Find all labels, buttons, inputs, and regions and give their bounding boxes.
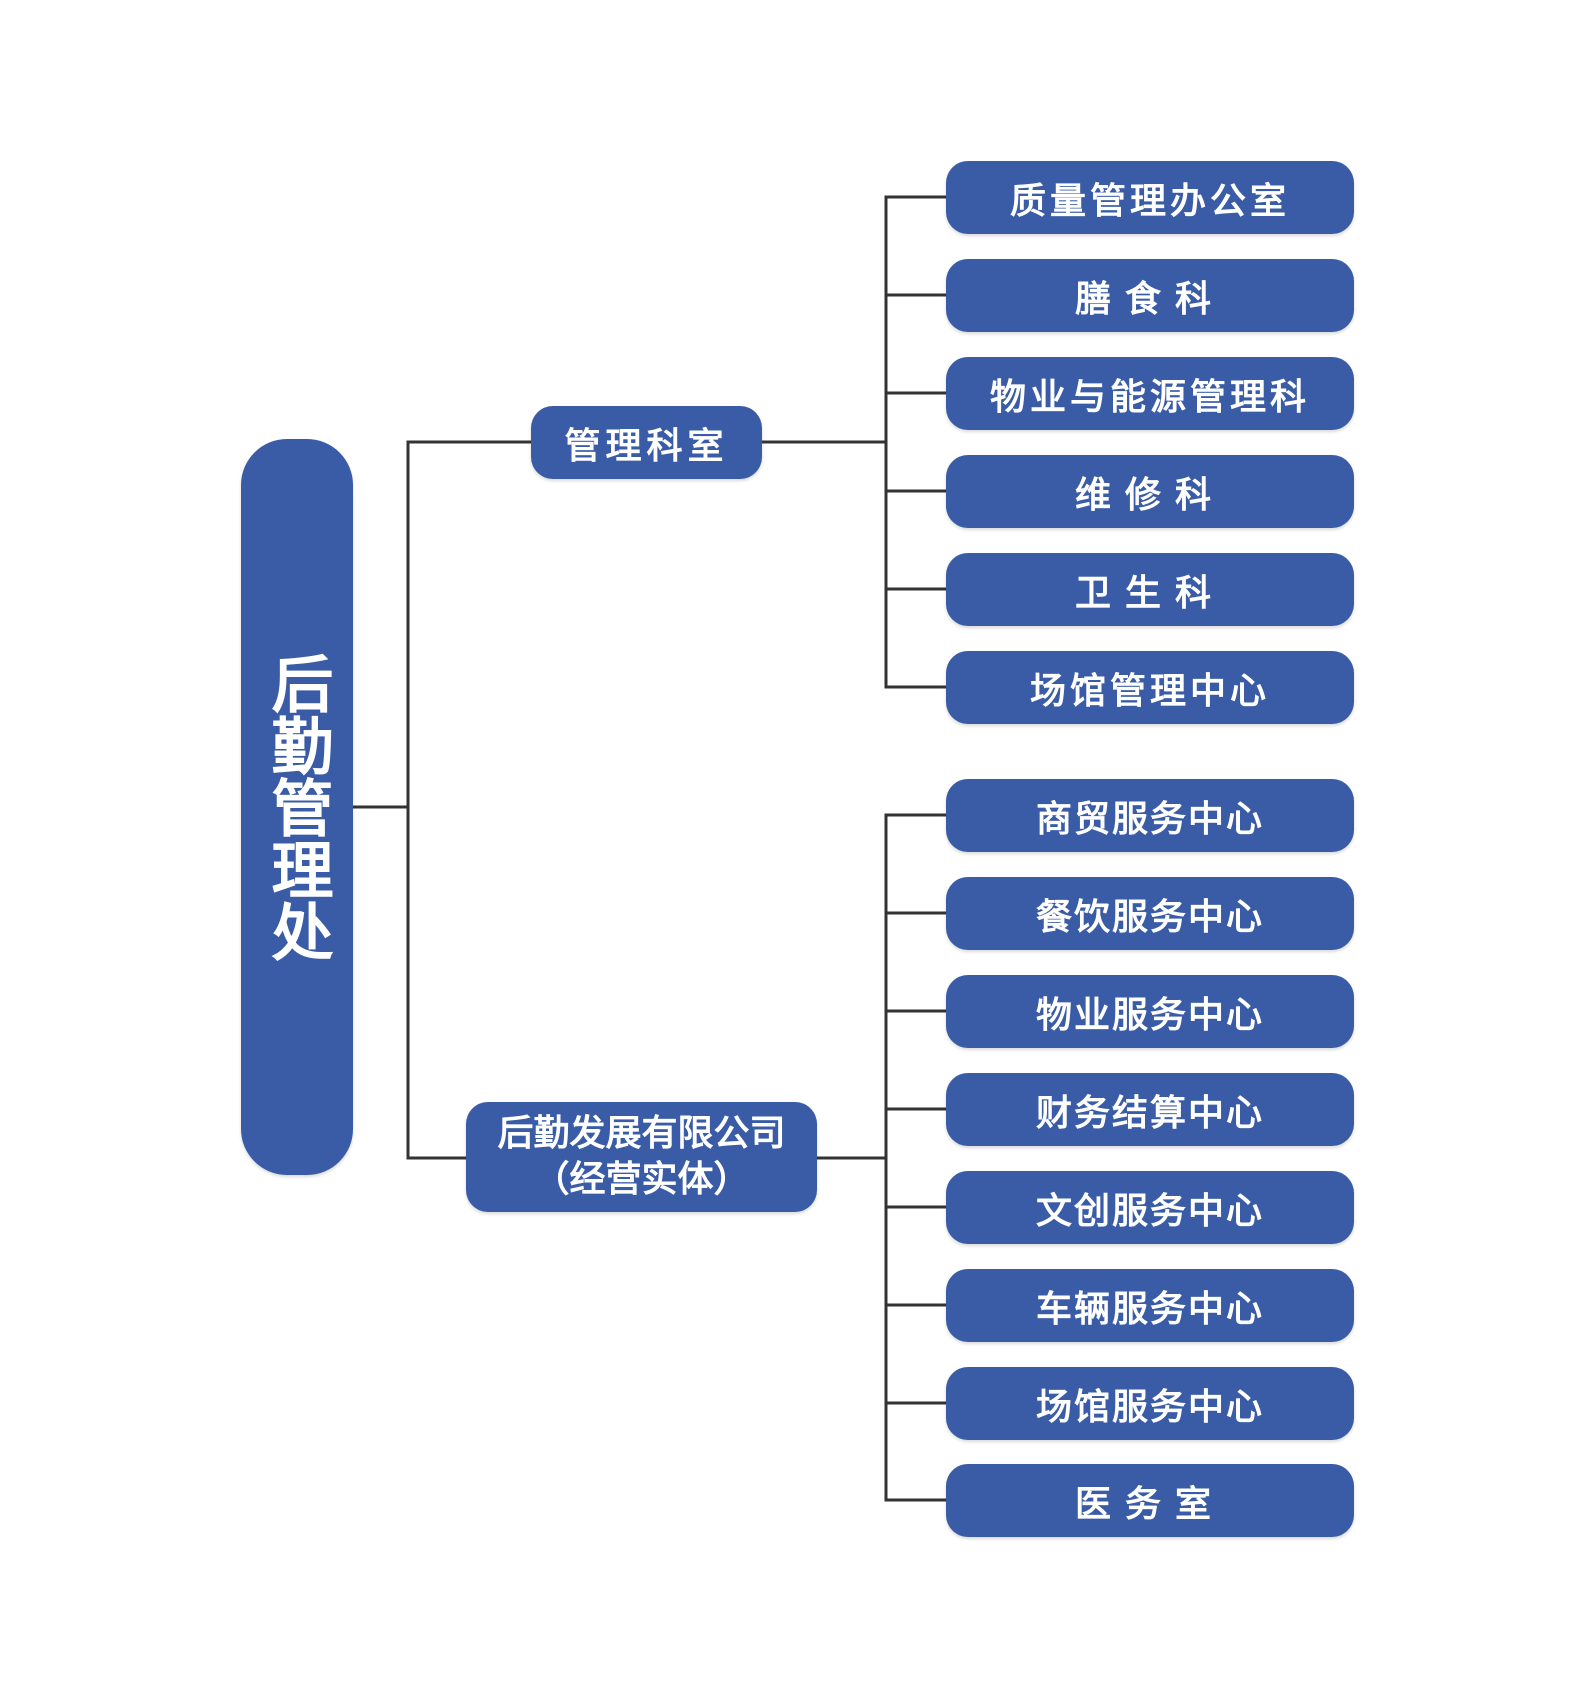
leaf-node: 商贸服务中心: [946, 779, 1354, 852]
leaf-node: 物业服务中心: [946, 975, 1354, 1048]
leaf-node: 财务结算中心: [946, 1073, 1354, 1146]
leaf-label: 财务结算中心: [1035, 1092, 1264, 1134]
leaf-node: 车辆服务中心: [946, 1269, 1354, 1342]
leaf-label: 商贸服务中心: [1035, 798, 1264, 840]
branch-label-line2: （经营实体）: [533, 1159, 750, 1200]
leaf-label: 场馆管理中心: [1029, 670, 1270, 712]
leaf-label: 物业与能源管理科: [989, 376, 1310, 418]
leaf-node: 物业与能源管理科: [946, 357, 1354, 430]
leaf-node: 场馆服务中心: [946, 1367, 1354, 1440]
branch-label-line1: 后勤发展有限公司: [497, 1113, 786, 1154]
root-label: 后勤管理处: [260, 652, 334, 962]
leaf-label: 车辆服务中心: [1035, 1288, 1264, 1330]
leaf-label: 质量管理办公室: [1009, 180, 1290, 222]
leaf-label: 卫生科: [1074, 572, 1225, 614]
leaf-label: 文创服务中心: [1035, 1190, 1264, 1232]
leaf-node: 餐饮服务中心: [946, 877, 1354, 950]
leaf-node: 医务室: [946, 1464, 1354, 1537]
leaf-label: 餐饮服务中心: [1035, 896, 1264, 938]
leaf-node: 场馆管理中心: [946, 651, 1354, 724]
leaf-label: 场馆服务中心: [1035, 1386, 1264, 1428]
branch-label: 管理科室: [564, 425, 729, 467]
leaf-label: 膳食科: [1074, 278, 1225, 320]
leaf-node: 质量管理办公室: [946, 161, 1354, 234]
leaf-label: 物业服务中心: [1035, 994, 1264, 1036]
leaf-node: 膳食科: [946, 259, 1354, 332]
branch-node-management: 管理科室: [531, 406, 762, 479]
branch-node-company: 后勤发展有限公司 （经营实体）: [466, 1102, 817, 1212]
leaf-node: 维修科: [946, 455, 1354, 528]
leaf-label: 维修科: [1074, 474, 1225, 516]
root-node: 后勤管理处: [241, 439, 353, 1175]
leaf-node: 文创服务中心: [946, 1171, 1354, 1244]
leaf-node: 卫生科: [946, 553, 1354, 626]
leaf-label: 医务室: [1074, 1483, 1225, 1525]
